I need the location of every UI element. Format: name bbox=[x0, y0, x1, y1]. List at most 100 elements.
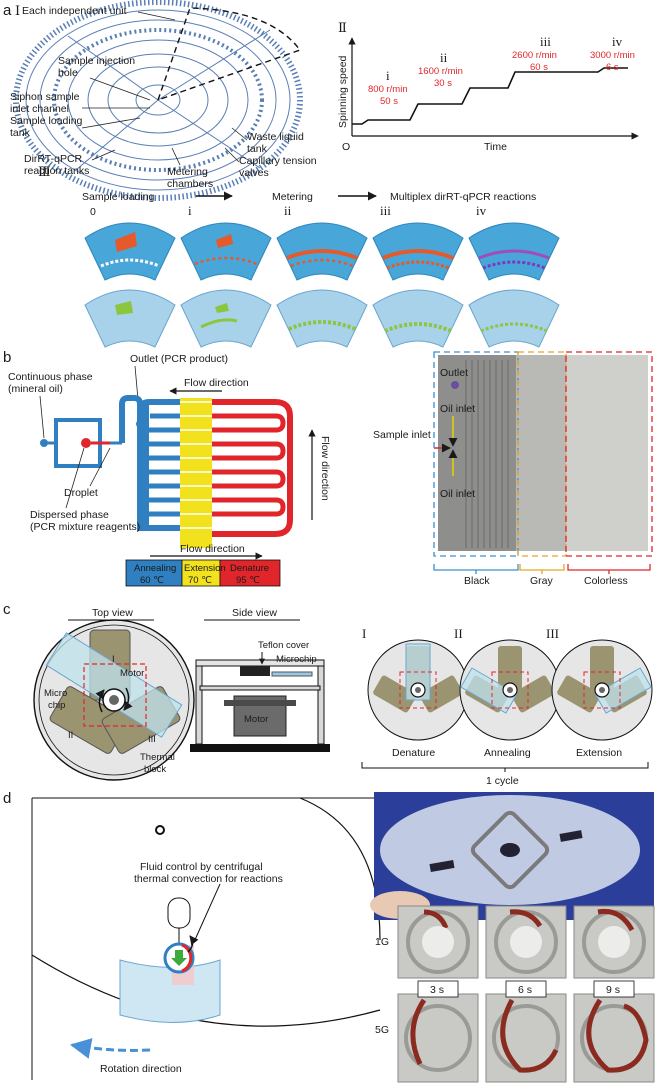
stage-metering: Metering bbox=[272, 191, 313, 203]
step-iv-speed: 3000 r/min bbox=[590, 50, 635, 61]
sector-iv-bottom bbox=[468, 289, 560, 348]
outlet-port bbox=[136, 420, 144, 428]
zone-legend: Annealing 60 ℃ Extension 70 ℃ Denature 9… bbox=[125, 559, 281, 587]
callout-waste-liquid: Waste liquid bbox=[247, 131, 304, 143]
cycle-label: 1 cycle bbox=[486, 775, 519, 787]
callout-tank: tank bbox=[10, 127, 31, 139]
cycle-step-3: III bbox=[546, 626, 653, 741]
sv-label-motor: Motor bbox=[244, 714, 268, 725]
step-iv-numeral: iv bbox=[612, 34, 623, 49]
panel-d-letter: d bbox=[3, 790, 11, 807]
flow-top-label: Flow direction bbox=[184, 377, 249, 389]
sector-ii-bottom bbox=[276, 289, 368, 348]
fluid-control-line-2: thermal convection for reactions bbox=[134, 873, 283, 885]
fluid-control-line-1: Fluid control by centrifugal bbox=[140, 861, 263, 873]
zone-annealing: Annealing bbox=[134, 563, 176, 574]
frame-1g-6s bbox=[485, 905, 567, 979]
tv-label-block: block bbox=[144, 764, 166, 775]
panel-a-sub-III: Ⅲ bbox=[38, 164, 51, 179]
sector-iii-top bbox=[372, 222, 464, 281]
cycle-name-2: Annealing bbox=[484, 747, 531, 759]
panel-a-letter: a bbox=[3, 2, 12, 19]
zone-extension: Extension bbox=[184, 563, 226, 574]
callout-independent-unit: Each independent unit bbox=[22, 5, 127, 17]
callout-dirrt-qpcr: DirRT-qPCR bbox=[24, 153, 83, 165]
disc-photo bbox=[370, 792, 654, 920]
panel-c-letter: c bbox=[3, 601, 11, 618]
zone-annealing-temp: 60 ℃ bbox=[140, 575, 164, 586]
callout-inlet-channel: inlet channel bbox=[10, 103, 69, 115]
frame-1g-3s bbox=[397, 905, 479, 979]
top-view-drawing: I II III Motor Micro chip Thermal block bbox=[33, 619, 195, 781]
time-6s: 6 s bbox=[518, 984, 532, 996]
step-label-ii: ii bbox=[284, 203, 292, 218]
frame-1g-9s bbox=[573, 905, 655, 979]
stage-multiplex: Multiplex dirRT-qPCR reactions bbox=[390, 191, 536, 203]
disc-schematic bbox=[31, 797, 381, 1080]
top-view-label: Top view bbox=[92, 607, 133, 619]
panel-c: c Top view I II III Motor Micro chip The… bbox=[3, 601, 653, 787]
panel-d: d Fluid control by centrifugal thermal c… bbox=[3, 790, 655, 1083]
continuous-inlet bbox=[40, 439, 48, 447]
photo-outlet: Outlet bbox=[440, 367, 468, 379]
tv-label-I: I bbox=[112, 654, 115, 665]
chip-disc bbox=[13, 0, 303, 201]
panel-a-sub-II: Ⅱ bbox=[338, 20, 347, 35]
cycle-numeral-3: III bbox=[546, 626, 559, 641]
continuous-phase-label: Continuous phase bbox=[8, 371, 93, 383]
tv-label-thermal: Thermal bbox=[140, 752, 175, 763]
cycle-diagrams: I II III Denature bbox=[361, 626, 653, 787]
y-axis-label: Spinning speed bbox=[337, 55, 349, 128]
tv-label-II: II bbox=[68, 730, 73, 741]
sector-i-top bbox=[180, 222, 272, 281]
frame-5g-9s bbox=[573, 993, 655, 1083]
region-gray: Gray bbox=[530, 575, 554, 587]
region-colorless: Colorless bbox=[584, 575, 628, 587]
step-label-iv: iv bbox=[476, 203, 487, 218]
tv-label-motor: Motor bbox=[120, 668, 144, 679]
frame-5g-3s bbox=[397, 993, 479, 1083]
step-i-speed: 800 r/min bbox=[368, 84, 408, 95]
callout-valves: valves bbox=[239, 167, 269, 179]
photo-oil-inlet-1: Oil inlet bbox=[440, 403, 475, 415]
origin-label: O bbox=[342, 141, 350, 153]
dispersed-phase-sub: (PCR mixture reagents) bbox=[30, 521, 140, 533]
sector-i-bottom bbox=[180, 289, 272, 348]
cycle-name-3: Extension bbox=[576, 747, 622, 759]
sector-0-top bbox=[84, 222, 176, 281]
zone-denature-temp: 95 ℃ bbox=[236, 575, 260, 586]
zone-denature: Denature bbox=[230, 563, 269, 574]
region-black: Black bbox=[464, 575, 490, 587]
flow-side-label: Flow direction bbox=[319, 436, 331, 501]
callout-chambers: chambers bbox=[167, 178, 213, 190]
callout-sample-injection: Sample injection bbox=[58, 55, 135, 67]
step-iii-numeral: iii bbox=[540, 34, 551, 49]
callout-reaction-tanks: reaction tanks bbox=[24, 165, 89, 177]
callout-metering: Metering bbox=[167, 166, 208, 178]
serpentine-highlights bbox=[180, 401, 212, 529]
sector-0-bottom bbox=[84, 289, 176, 348]
step-label-iii: iii bbox=[380, 203, 391, 218]
callout-capillary: Capillary tension bbox=[239, 155, 317, 167]
panel-a: a Ⅰ Each independent unit Sample injecti… bbox=[3, 0, 639, 348]
droplet-label: Droplet bbox=[64, 487, 98, 499]
photo-oil-inlet-2: Oil inlet bbox=[440, 488, 475, 500]
cycle-numeral-1: I bbox=[362, 626, 366, 641]
step-iii-duration: 60 s bbox=[530, 62, 548, 73]
step-iii-speed: 2600 r/min bbox=[512, 50, 557, 61]
photo-channels bbox=[465, 360, 509, 548]
step-i-duration: 50 s bbox=[380, 96, 398, 107]
sector-thumbnails bbox=[84, 222, 560, 348]
step-ii-duration: 30 s bbox=[434, 78, 452, 89]
step-ii-numeral: ii bbox=[440, 50, 448, 65]
cycle-step-1: I bbox=[362, 626, 469, 741]
rotation-label: Rotation direction bbox=[100, 1063, 182, 1075]
photo-regions bbox=[433, 351, 653, 574]
sector-ii-top bbox=[276, 222, 368, 281]
tv-label-chip: chip bbox=[48, 700, 65, 711]
panel-b-letter: b bbox=[3, 349, 11, 366]
time-9s: 9 s bbox=[606, 984, 620, 996]
flow-bottom-label: Flow direction bbox=[180, 543, 245, 555]
extension-zone bbox=[180, 398, 212, 548]
